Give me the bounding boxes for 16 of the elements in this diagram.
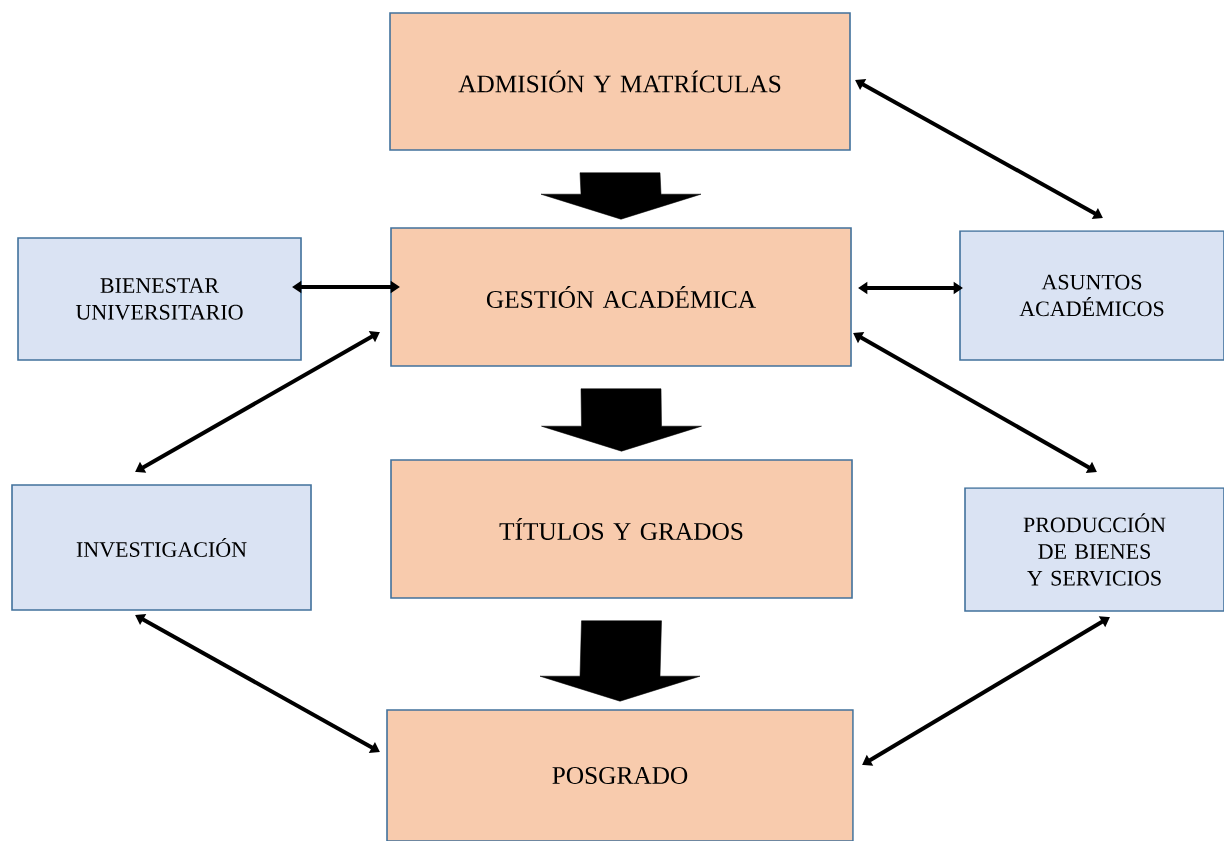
unit-box: ASUNTOS ACADÉMICOS	[959, 230, 1224, 361]
unit-box: PRODUCCIÓN DE BIENES Y SERVICIOS	[964, 487, 1224, 612]
block-arrow	[541, 388, 702, 452]
unit-box: INVESTIGACIÓN	[11, 484, 312, 611]
double-arrow	[135, 331, 380, 473]
process-box: GESTIÓN ACADÉMICA	[390, 227, 852, 367]
block-arrow	[539, 620, 701, 702]
process-box: ADMISIÓN Y MATRÍCULAS	[389, 12, 851, 151]
unit-box: BIENESTAR UNIVERSITARIO	[17, 237, 302, 361]
process-box: TÍTULOS Y GRADOS	[390, 459, 853, 599]
double-arrow	[853, 332, 1097, 473]
double-arrow	[862, 616, 1110, 766]
process-box: POSGRADO	[386, 709, 854, 841]
block-arrow	[540, 172, 702, 220]
double-arrow	[135, 614, 380, 753]
double-arrow	[855, 79, 1103, 219]
